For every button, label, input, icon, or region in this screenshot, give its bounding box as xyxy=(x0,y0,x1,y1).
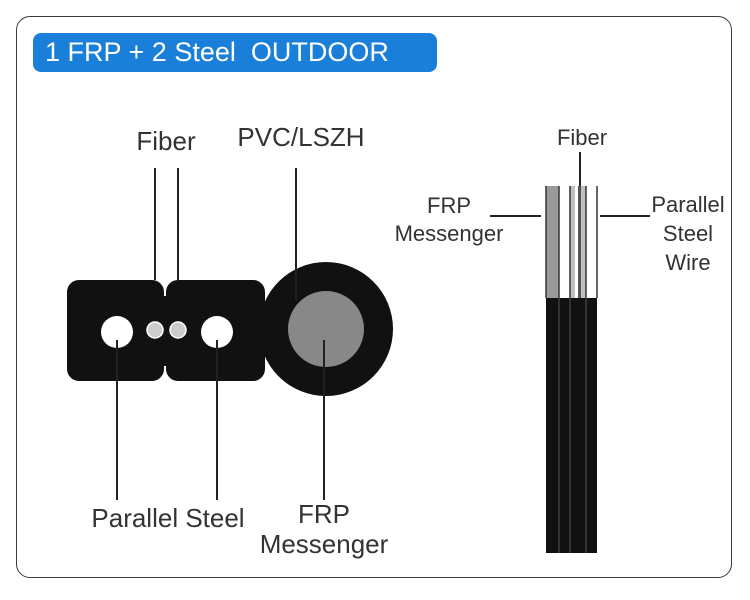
fiber-exposed-1 xyxy=(570,186,575,298)
side-fiber-label: Fiber xyxy=(557,125,607,150)
flat-cable-cross-section xyxy=(67,280,265,381)
side-steel-label: Steel xyxy=(663,221,713,246)
side-parallel-label: Parallel xyxy=(651,192,724,217)
cable-jacket-side xyxy=(546,298,597,553)
fiber-separator xyxy=(578,186,581,298)
frp-messenger-exposed xyxy=(546,186,559,298)
frp-label: FRP xyxy=(298,499,350,529)
cable-side-view xyxy=(545,186,598,553)
frp-rod xyxy=(288,291,364,367)
fiber-label: Fiber xyxy=(136,126,196,156)
fiber-core-right xyxy=(169,321,187,339)
side-frp-label: FRP xyxy=(427,193,471,218)
fiber-core-left xyxy=(146,321,164,339)
parallel-steel-label: Parallel Steel xyxy=(91,503,244,533)
messenger-label: Messenger xyxy=(260,529,389,559)
steel-wire-left xyxy=(101,316,133,348)
gap-1 xyxy=(559,186,570,298)
side-wire-label: Wire xyxy=(665,250,710,275)
gap-2 xyxy=(586,186,597,298)
steel-wire-right xyxy=(201,316,233,348)
sheath-label: PVC/LSZH xyxy=(237,122,364,152)
frp-messenger-cross-section xyxy=(259,262,393,396)
side-messenger-label: Messenger xyxy=(395,221,504,246)
fiber-exposed-2 xyxy=(581,186,586,298)
title-banner: 1 FRP + 2 Steel OUTDOOR xyxy=(33,33,437,72)
